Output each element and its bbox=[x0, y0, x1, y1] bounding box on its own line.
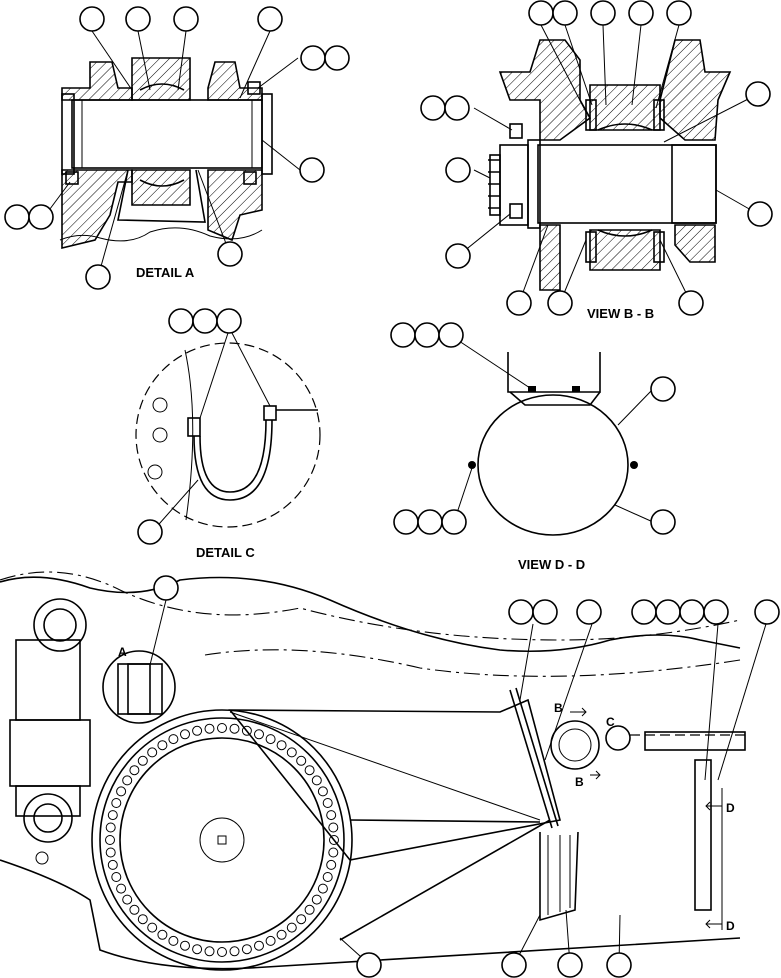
detail-c-drawing bbox=[135, 332, 321, 533]
drum-hole bbox=[105, 847, 116, 858]
section-b-bottom-marker: B bbox=[575, 775, 584, 789]
main-assembly-balloons bbox=[153, 575, 780, 978]
drum-hole bbox=[157, 740, 168, 751]
drum-hole bbox=[276, 929, 287, 940]
drum-hole bbox=[229, 946, 240, 957]
drum-hole bbox=[107, 810, 118, 821]
drum-hole bbox=[241, 944, 252, 955]
view-bb-caption: VIEW B - B bbox=[587, 306, 654, 321]
drum-hole bbox=[107, 859, 118, 870]
drum-hole bbox=[296, 755, 307, 766]
section-c-marker: C bbox=[606, 715, 615, 729]
drum-hole bbox=[254, 729, 264, 740]
view-dd-drawing bbox=[449, 334, 654, 536]
drum-hole bbox=[129, 904, 140, 915]
view-dd-balloons bbox=[390, 322, 676, 535]
drum-hole bbox=[116, 883, 127, 894]
detail-c-caption: DETAIL C bbox=[196, 545, 255, 560]
drum-hole bbox=[116, 786, 127, 797]
drum-hole bbox=[137, 914, 148, 925]
drum-hole bbox=[111, 872, 122, 882]
drum-hole bbox=[326, 810, 337, 821]
detail-c-balloons bbox=[137, 308, 242, 545]
drum-hole bbox=[180, 940, 190, 951]
drum-hole bbox=[147, 922, 158, 933]
section-a-marker: A bbox=[118, 645, 127, 659]
drum-hole bbox=[192, 944, 203, 955]
drum-hole bbox=[180, 729, 190, 740]
view-bb-balloons bbox=[420, 0, 773, 316]
drum-hole bbox=[137, 755, 148, 766]
detail-a-caption: DETAIL A bbox=[136, 265, 195, 280]
drum-hole bbox=[326, 859, 337, 870]
detail-a-drawing bbox=[43, 30, 301, 278]
drum-hole bbox=[147, 747, 158, 758]
drum-hole bbox=[105, 822, 116, 833]
drum-hole bbox=[322, 798, 333, 808]
view-bb-drawing bbox=[457, 24, 759, 304]
drum-hole bbox=[204, 946, 215, 957]
drum-hole bbox=[254, 940, 264, 951]
detail-a-balloons bbox=[4, 6, 350, 290]
drum-hole bbox=[328, 822, 339, 833]
drum-hole bbox=[204, 723, 215, 734]
drum-hole bbox=[122, 775, 133, 786]
drum-hole bbox=[105, 835, 115, 845]
drum-hole bbox=[317, 883, 328, 894]
drum-hole bbox=[168, 935, 179, 946]
drum-hole bbox=[322, 872, 333, 882]
drum-hole bbox=[317, 786, 328, 797]
drum-hole bbox=[286, 922, 297, 933]
drum-hole bbox=[217, 723, 227, 733]
drum-hole bbox=[265, 734, 276, 745]
drum-hole bbox=[304, 765, 315, 776]
drum-hole bbox=[168, 734, 179, 745]
drum-hole bbox=[111, 798, 122, 808]
view-dd-caption: VIEW D - D bbox=[518, 557, 585, 572]
drum-hole bbox=[129, 765, 140, 776]
drum-hole bbox=[311, 894, 322, 905]
drum-hole bbox=[286, 747, 297, 758]
drum-hole bbox=[122, 894, 133, 905]
section-b-top-marker: B bbox=[554, 701, 563, 715]
section-d-bottom-marker: D bbox=[726, 919, 735, 933]
drum-hole bbox=[265, 935, 276, 946]
drum-hole bbox=[311, 775, 322, 786]
drum-hole bbox=[276, 740, 287, 751]
drum-hole bbox=[192, 725, 203, 736]
drum-hole bbox=[296, 914, 307, 925]
drum-hole bbox=[217, 947, 227, 957]
section-d-top-marker: D bbox=[726, 801, 735, 815]
drum-hole bbox=[241, 725, 252, 736]
drum-hole bbox=[157, 929, 168, 940]
main-assembly-drawing: A B B C D D bbox=[0, 571, 767, 971]
drum-hole bbox=[329, 835, 339, 845]
drum-hole bbox=[229, 723, 240, 734]
bolt-ring bbox=[105, 723, 339, 957]
drum-hole bbox=[304, 904, 315, 915]
drum-hole bbox=[328, 847, 339, 858]
